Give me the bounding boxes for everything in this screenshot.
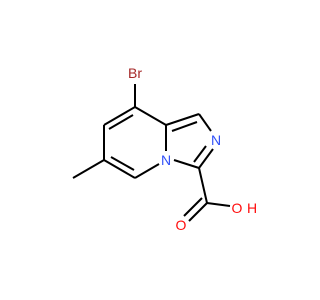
- molecule-structure: Br N N O O H: [72, 65, 257, 233]
- bond-c6-methyl: [72, 159, 105, 179]
- hydroxyl-oxygen-label: O: [232, 200, 243, 216]
- bond-c5-n4: [134, 163, 160, 179]
- molecule-canvas: Br N N O O H: [72, 65, 257, 233]
- bond-carboxyl-o-double-2: [183, 197, 203, 217]
- bonds: [72, 84, 231, 222]
- imidazole-nitrogen-label: N: [211, 132, 221, 148]
- bond-carboxyl-o-double: [188, 202, 208, 222]
- bond-c1-n2: [198, 113, 212, 132]
- atom-labels: Br N N O O H: [128, 65, 257, 233]
- bond-c6-c5: [103, 159, 136, 179]
- bridgehead-nitrogen-label: N: [161, 152, 171, 168]
- bond-n2-c3-inner: [193, 145, 207, 163]
- bond-c8a-c1-inner: [171, 121, 198, 132]
- bromine-label: Br: [128, 65, 142, 81]
- carbonyl-oxygen-label: O: [176, 217, 187, 233]
- hydroxyl-hydrogen-label: H: [247, 200, 257, 216]
- bond-n2-c3: [198, 148, 214, 169]
- bond-c6-c5-inner: [110, 156, 135, 171]
- bond-c8a-c8: [134, 106, 167, 126]
- bond-c3-carboxyl: [198, 167, 208, 204]
- bond-carboxyl-oh: [206, 202, 231, 207]
- bond-c8-c7-inner: [108, 114, 134, 130]
- bond-c8a-c1: [165, 113, 200, 126]
- bond-c3-n4: [173, 159, 200, 169]
- bond-c8-c7: [103, 106, 136, 126]
